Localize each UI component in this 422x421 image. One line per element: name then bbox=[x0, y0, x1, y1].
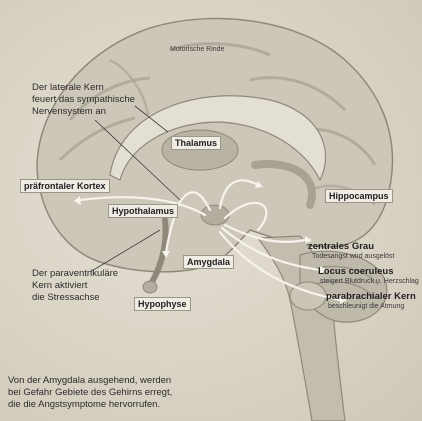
text-paraventricular-1: Der paraventrikuläre bbox=[32, 268, 118, 279]
desc-central-gray: Todesangst wird ausgelöst bbox=[312, 253, 395, 261]
caption-line-2: bei Gefahr Gebiete des Gehirns erregt, bbox=[8, 387, 172, 399]
text-paraventricular-3: die Stressachse bbox=[32, 292, 100, 303]
desc-locus-coeruleus: steigert Blutdruck u. Herzschlag bbox=[320, 278, 419, 286]
pituitary-gland bbox=[143, 281, 157, 293]
label-parabrachial: parabrachialer Kern bbox=[326, 291, 416, 302]
label-locus-coeruleus: Locus coeruleus bbox=[318, 266, 394, 277]
caption-line-3: die die Angstsymptome hervorrufen. bbox=[8, 399, 172, 411]
label-pituitary: Hypophyse bbox=[134, 297, 191, 311]
label-central-gray: zentrales Grau bbox=[308, 241, 374, 252]
text-lateral-nucleus-3: Nervensystem an bbox=[32, 106, 106, 117]
label-thalamus: Thalamus bbox=[171, 136, 221, 150]
caption: Von der Amygdala ausgehend, werden bei G… bbox=[8, 375, 172, 411]
label-hypothalamus: Hypothalamus bbox=[108, 204, 178, 218]
caption-line-1: Von der Amygdala ausgehend, werden bbox=[8, 375, 172, 387]
text-paraventricular-2: Kern aktiviert bbox=[32, 280, 87, 291]
desc-parabrachial: beschleunigt die Atmung bbox=[328, 303, 404, 311]
label-amygdala: Amygdala bbox=[183, 255, 234, 269]
label-motor-cortex: Motorische Rinde bbox=[170, 46, 224, 54]
label-hippocampus: Hippocampus bbox=[325, 189, 393, 203]
text-lateral-nucleus-1: Der laterale Kern bbox=[32, 82, 104, 93]
text-lateral-nucleus-2: feuert das sympathische bbox=[32, 94, 135, 105]
label-prefrontal-cortex: präfrontaler Kortex bbox=[20, 179, 110, 193]
